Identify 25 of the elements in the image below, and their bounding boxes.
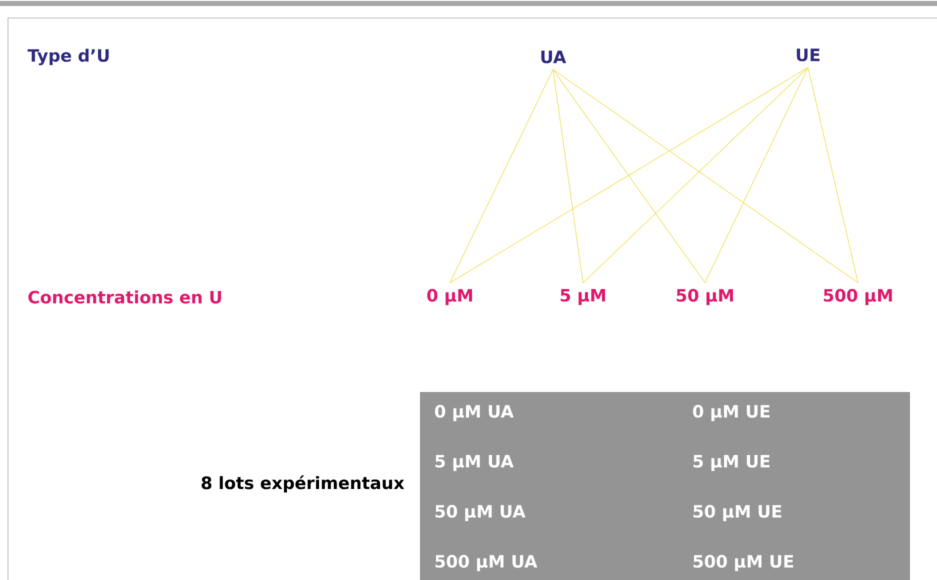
connector-line [704,67,808,284]
table-cell: 500 µM UE [694,554,794,572]
table-cell: 50 µM UE [694,504,782,522]
connector-line [552,69,706,284]
connector-line [552,69,584,284]
table-cell: 0 µM UE [693,404,770,422]
connector-line [450,67,808,284]
connector-line [808,67,858,284]
row-heading: Type d’U [28,48,109,66]
node-label: 500 µM [824,288,892,306]
connector-line [450,69,554,284]
connector-line [582,67,808,284]
node-label: UA [541,50,566,64]
row-heading: 8 lots expérimentaux [202,475,404,493]
table-cell: 5 µM UA [436,455,514,471]
table-cell: 500 µM UA [436,554,538,572]
node-label: UE [796,48,820,62]
node-label: 0 µM [427,288,472,306]
table-cell: 50 µM UA [436,504,526,522]
node-label: 50 µM [676,288,733,306]
connector-line [552,69,858,284]
row-heading: Concentrations en U [28,290,222,304]
table-cell: 5 µM UE [694,455,770,471]
table-cell: 0 µM UA [435,404,514,422]
node-label: 5 µM [560,289,606,305]
